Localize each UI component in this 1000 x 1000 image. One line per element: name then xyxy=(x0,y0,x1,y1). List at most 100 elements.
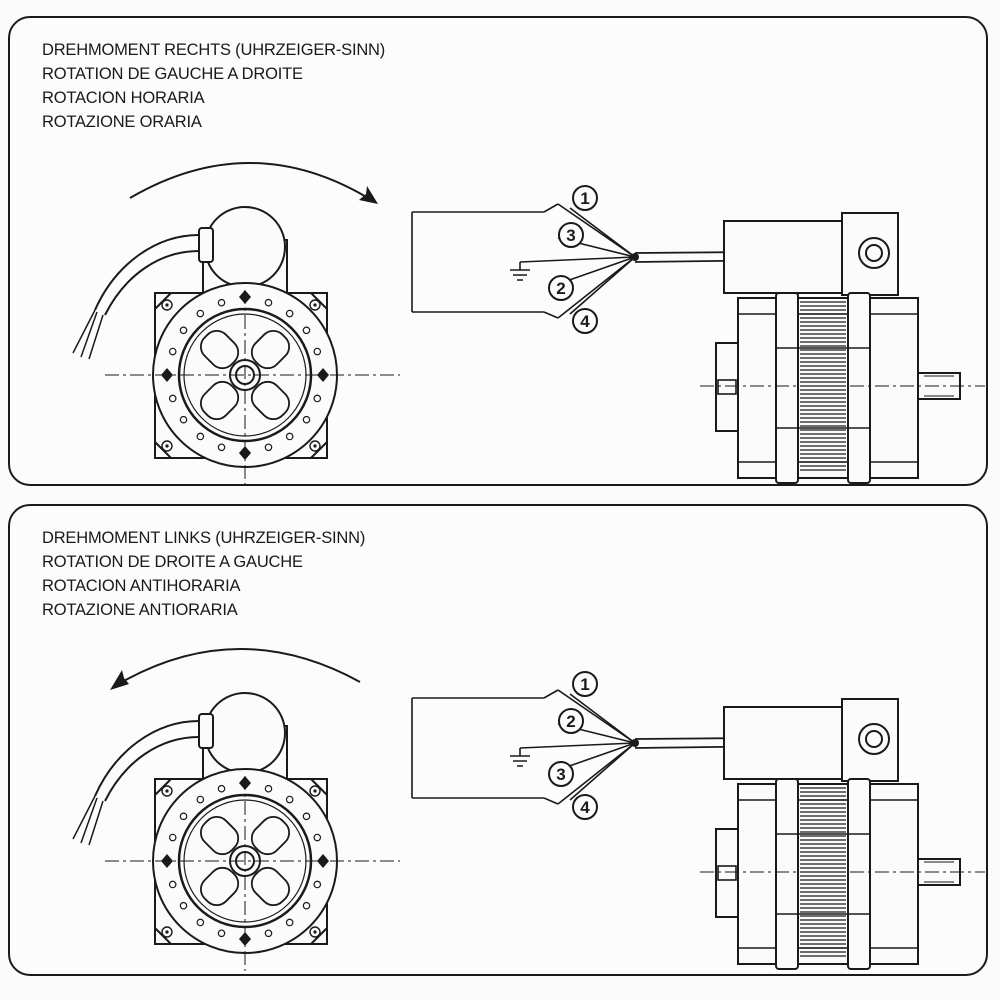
label-italian: ROTAZIONE ORARIA xyxy=(42,113,202,131)
motor-body xyxy=(737,297,919,479)
flange-hole xyxy=(217,443,226,452)
motor-front-view xyxy=(72,692,400,971)
flange-hole xyxy=(179,326,188,335)
wire-number: 2 xyxy=(556,279,565,298)
cable xyxy=(104,736,200,802)
corner-bolt xyxy=(313,444,317,448)
wire-number-badge xyxy=(548,275,574,301)
arrow-head xyxy=(110,670,129,690)
wire-number-badge xyxy=(572,671,598,697)
window-slot xyxy=(199,380,240,421)
window-slot xyxy=(199,329,240,370)
corner-bolt xyxy=(165,930,169,934)
label-german: DREHMOMENT RECHTS (UHRZEIGER-SINN) xyxy=(42,41,386,59)
ground-symbol-icon xyxy=(510,262,530,281)
corner-bolt xyxy=(309,299,321,311)
wire-number-badge xyxy=(572,794,598,820)
ground-lead xyxy=(519,742,636,749)
flange-hole xyxy=(264,929,273,938)
lead-4 xyxy=(569,742,636,801)
lead-1 xyxy=(543,203,636,258)
flange-hole xyxy=(264,443,273,452)
flange-hole xyxy=(168,347,177,356)
motor-front-view xyxy=(72,206,400,484)
wire-number: 4 xyxy=(580,798,590,817)
corner-bolt xyxy=(161,926,173,938)
corner-bolt xyxy=(313,303,317,307)
flange-hole xyxy=(285,432,294,441)
wire-number-badge xyxy=(558,222,584,248)
cable-entry xyxy=(858,237,890,269)
flange-hole xyxy=(264,298,273,307)
window-slot xyxy=(250,866,291,907)
wire-number: 3 xyxy=(566,226,575,245)
label-german: DREHMOMENT LINKS (UHRZEIGER-SINN) xyxy=(42,529,366,547)
flange-hole xyxy=(313,394,322,403)
clamp-strap xyxy=(847,778,871,970)
label-italian: ROTAZIONE ANTIORARIA xyxy=(42,601,238,619)
label-spanish: ROTACION ANTIHORARIA xyxy=(42,577,241,595)
window-slot xyxy=(250,380,291,421)
corner-bolt xyxy=(309,785,321,797)
wire-number-badge xyxy=(558,708,584,734)
wire-ends xyxy=(72,795,104,846)
dome-cap xyxy=(204,692,286,774)
panel-counterclockwise: DREHMOMENT LINKS (UHRZEIGER-SINN) ROTATI… xyxy=(8,504,988,976)
cable-entry xyxy=(858,723,890,755)
wire-number: 1 xyxy=(580,675,589,694)
window-slot xyxy=(250,815,291,856)
stator-laminations xyxy=(800,787,846,957)
strap-bands xyxy=(776,347,870,429)
center-line xyxy=(105,290,400,484)
corner-bolt xyxy=(161,785,173,797)
cable-entry xyxy=(865,244,883,262)
corner-bolt xyxy=(313,930,317,934)
cable-gland xyxy=(198,227,214,263)
flange-hole xyxy=(302,415,311,424)
flange-hole xyxy=(196,432,205,441)
wire-ends xyxy=(72,309,104,360)
rotation-labels: DREHMOMENT LINKS (UHRZEIGER-SINN) ROTATI… xyxy=(42,526,365,622)
wire-number-badge xyxy=(572,308,598,334)
flange-hole xyxy=(179,415,188,424)
flange-hole xyxy=(302,812,311,821)
flange-hole xyxy=(168,833,177,842)
wire-number-badge xyxy=(548,761,574,787)
clamp-strap xyxy=(847,292,871,484)
cable-hub xyxy=(631,253,639,261)
corner-bolt xyxy=(161,440,173,452)
arrow-arc xyxy=(129,162,369,199)
corner-bolt xyxy=(161,299,173,311)
cable-gland xyxy=(198,713,214,749)
flange-hole xyxy=(168,394,177,403)
strap-bands xyxy=(776,833,870,915)
flange-hole xyxy=(285,795,294,804)
flange-hole xyxy=(179,901,188,910)
window-slot xyxy=(199,866,240,907)
flange-hole xyxy=(313,880,322,889)
motor-body xyxy=(737,783,919,965)
cable-hub xyxy=(631,739,639,747)
lead-4 xyxy=(569,256,636,315)
cable xyxy=(94,720,200,797)
cable-entry xyxy=(865,730,883,748)
end-label xyxy=(717,865,737,881)
output-shaft xyxy=(924,375,954,397)
flange-hole xyxy=(302,326,311,335)
bracket xyxy=(411,697,544,799)
flange-hole xyxy=(217,784,226,793)
flange-hole xyxy=(217,298,226,307)
arrow-head xyxy=(359,186,378,204)
window-slot xyxy=(199,815,240,856)
flange-hole xyxy=(196,918,205,927)
ground-symbol-icon xyxy=(510,748,530,767)
flange-hole xyxy=(285,918,294,927)
stator-laminations xyxy=(800,301,846,471)
curved-arrow-icon xyxy=(129,162,378,204)
lead-1 xyxy=(543,689,636,744)
